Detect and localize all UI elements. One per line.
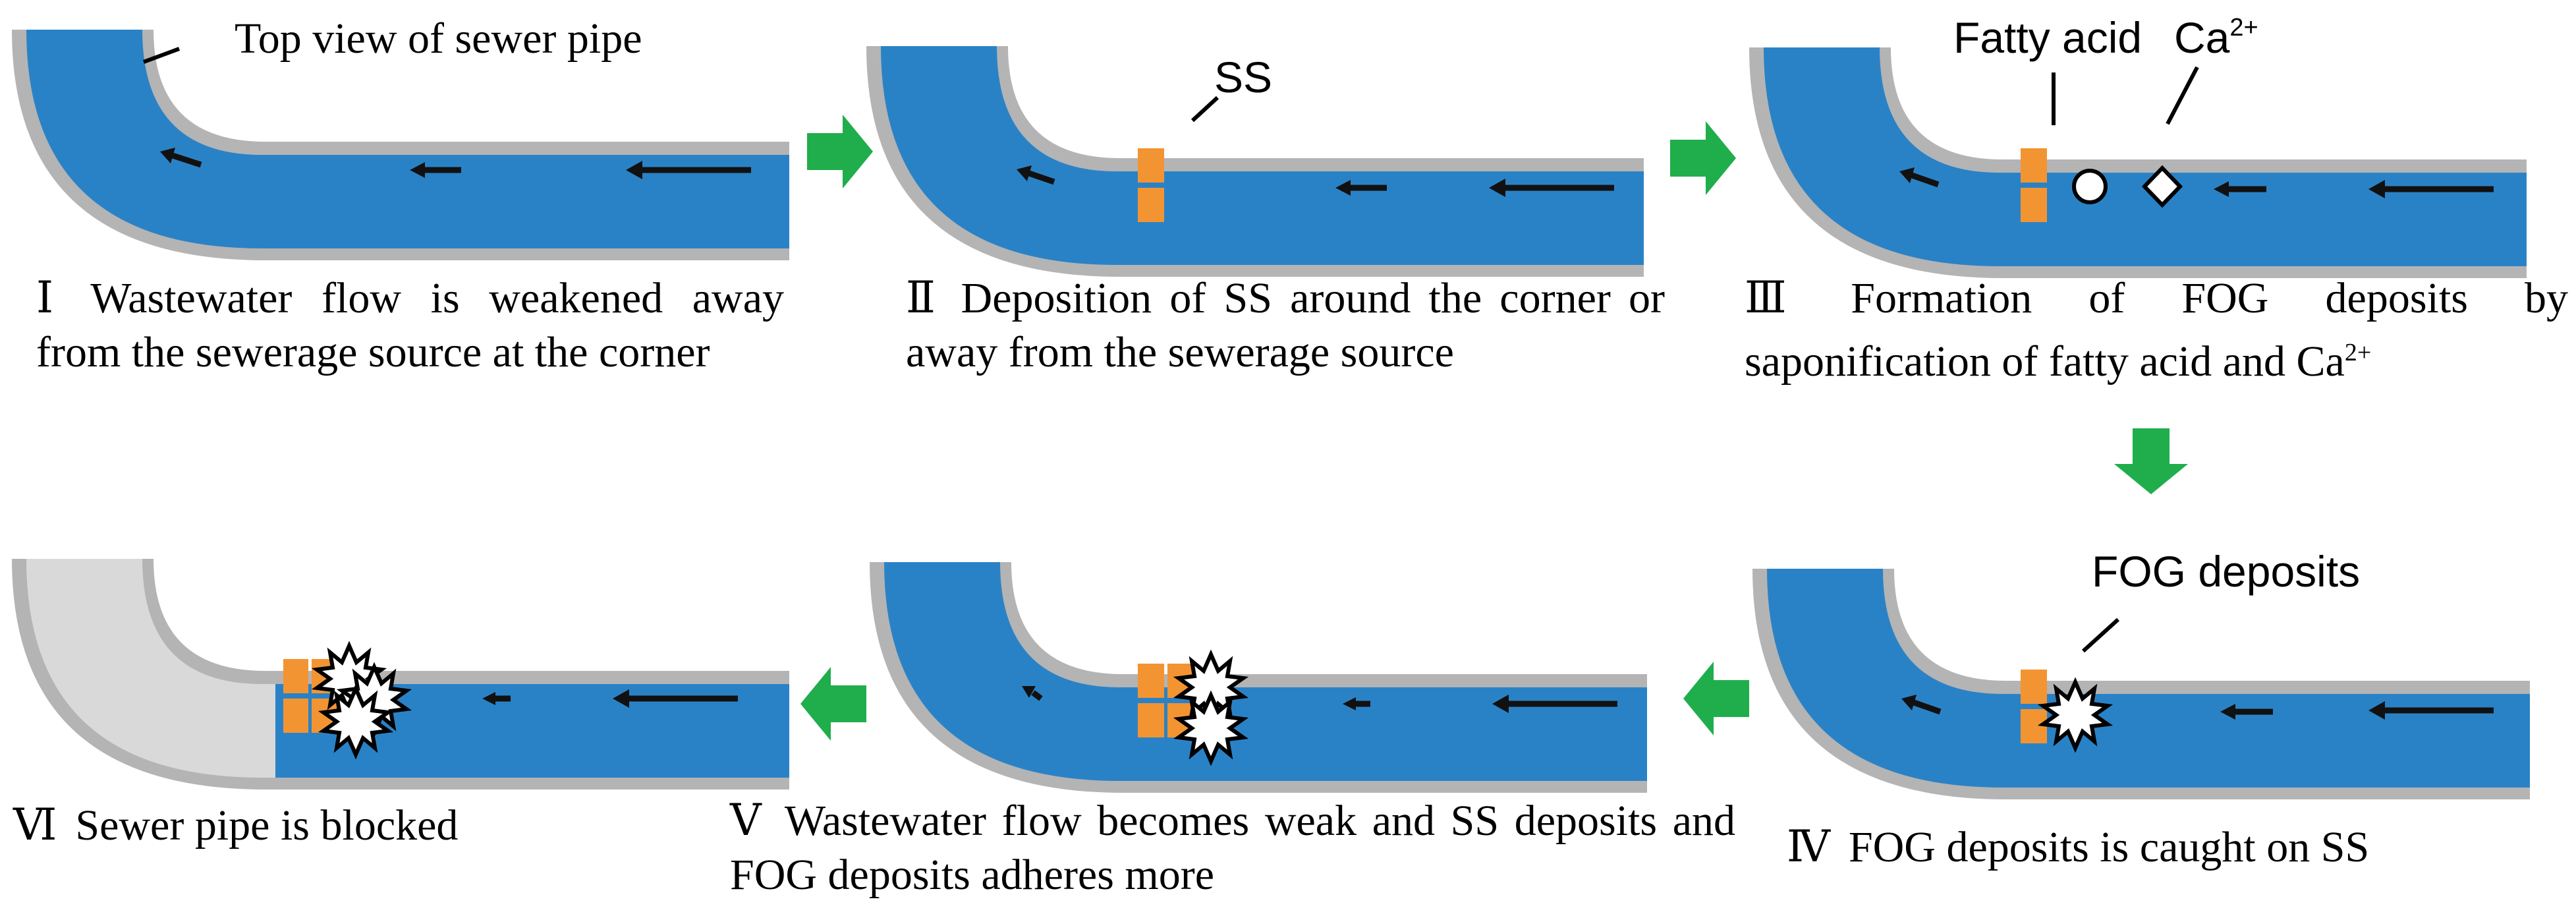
fog-deposits-label: FOG deposits	[2092, 547, 2360, 596]
flow-arrow-icon	[626, 161, 751, 179]
transition-arrow-4-5	[1683, 662, 1749, 735]
calcium-leader-line	[2166, 66, 2199, 125]
fog-deposits-leader-line	[2081, 617, 2120, 653]
stage-3-ss-deposit	[2021, 148, 2047, 222]
flow-arrow-icon	[1492, 695, 1617, 713]
top-view-label: Top view of sewer pipe	[235, 14, 642, 63]
flow-arrow-icon	[1901, 695, 1942, 715]
flow-arrow-icon	[613, 689, 738, 708]
flow-arrow-icon	[410, 162, 461, 178]
transition-arrow-2-3	[1670, 121, 1736, 195]
flow-arrow-icon	[2220, 704, 2273, 720]
flow-arrow-icon	[1899, 167, 1940, 188]
stage-6-flow-arrows	[482, 689, 738, 708]
fog-deposits-label-group: FOG deposits	[2081, 547, 2360, 653]
stage-2-flow-arrows	[1017, 165, 1614, 197]
stage-3-pipe	[1749, 47, 2527, 278]
stage-5-pipe	[870, 562, 1647, 793]
flow-arrow-icon	[1489, 179, 1614, 197]
stage-4-ss-deposit	[2021, 670, 2047, 743]
top-view-leader-line	[142, 47, 181, 64]
transition-arrow-3-4	[2114, 428, 2188, 494]
stage-6-pipe	[12, 559, 789, 789]
fatty-acid-label: Fatty acid	[1953, 13, 2142, 62]
stage-5-flow-arrows	[1022, 686, 1617, 713]
stage-2-ss-deposit	[1138, 148, 1164, 222]
stage-4-flow-arrows	[1901, 695, 2494, 720]
stage-1-flow-arrows	[160, 148, 751, 179]
flow-arrow-icon	[1017, 165, 1055, 185]
flow-arrow-icon	[1335, 180, 1387, 196]
transition-arrow-5-6	[800, 667, 866, 741]
flow-arrow-icon	[2368, 180, 2494, 198]
flow-arrow-icon	[2368, 701, 2494, 720]
flow-arrow-icon	[160, 148, 202, 168]
calcium-label-group: Ca2+	[2166, 13, 2258, 125]
ss-label: SS	[1214, 53, 1272, 101]
ss-leader-line	[1190, 96, 1219, 123]
flow-arrow-icon	[1022, 686, 1043, 701]
stage-3-flow-arrows	[1899, 167, 2494, 198]
calcium-diamond-icon	[2141, 165, 2183, 208]
stage-1-pipe	[12, 30, 789, 260]
top-view-label-group: Top view of sewer pipe	[142, 14, 642, 64]
ss-label-group: SS	[1190, 53, 1272, 123]
calcium-label: Ca2+	[2174, 13, 2258, 62]
flow-arrow-icon	[1343, 697, 1370, 710]
fatty-acid-label-group: Fatty acid	[1953, 13, 2142, 125]
flow-arrow-icon	[2214, 181, 2266, 197]
transition-arrow-1-2	[807, 115, 873, 188]
stage-4-pipe	[1752, 569, 2530, 799]
flow-arrow-icon	[482, 692, 511, 705]
fatty-acid-circle-icon	[2072, 169, 2108, 204]
